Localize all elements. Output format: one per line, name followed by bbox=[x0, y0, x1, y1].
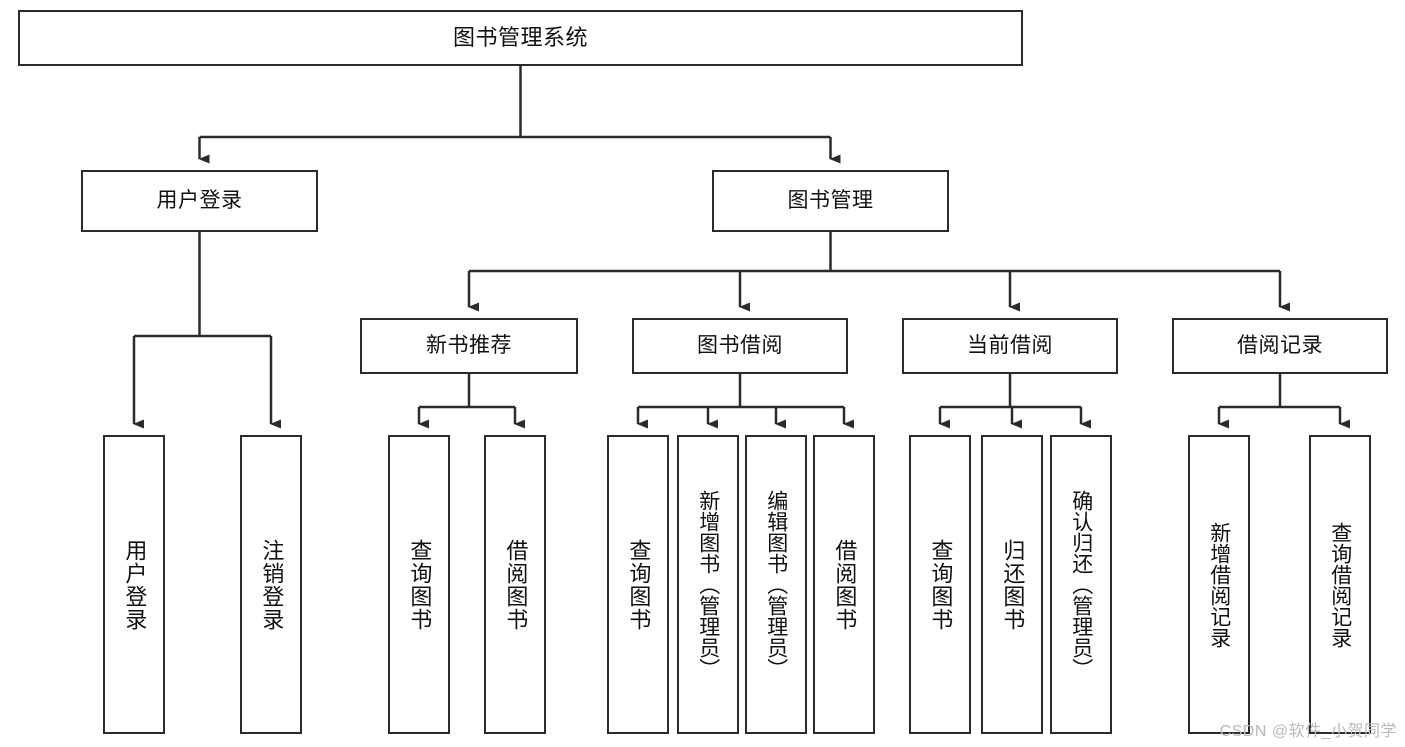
node-label: 确认归还（管理员） bbox=[1069, 490, 1093, 679]
node-current-borrow[interactable]: 当前借阅 bbox=[902, 318, 1118, 374]
node-label: 借阅图书 bbox=[832, 538, 858, 631]
node-root-system[interactable]: 图书管理系统 bbox=[18, 10, 1023, 66]
node-borrow-record[interactable]: 借阅记录 bbox=[1172, 318, 1388, 374]
node-label: 新书推荐 bbox=[426, 333, 512, 357]
node-leaf-confirm-return[interactable]: 确认归还（管理员） bbox=[1050, 435, 1112, 734]
node-label: 新增图书（管理员） bbox=[696, 490, 720, 679]
node-leaf-borrow-book-1[interactable]: 借阅图书 bbox=[484, 435, 546, 734]
node-label: 图书管理系统 bbox=[452, 25, 588, 51]
node-label: 查询图书 bbox=[407, 538, 433, 631]
node-leaf-add-book[interactable]: 新增图书（管理员） bbox=[677, 435, 739, 734]
node-label: 借阅图书 bbox=[503, 538, 529, 631]
node-label: 查询图书 bbox=[928, 538, 954, 631]
node-book-borrow[interactable]: 图书借阅 bbox=[632, 318, 848, 374]
node-label: 用户登录 bbox=[156, 188, 243, 212]
node-leaf-edit-book[interactable]: 编辑图书（管理员） bbox=[745, 435, 807, 734]
node-leaf-query-book-1[interactable]: 查询图书 bbox=[388, 435, 450, 734]
node-leaf-query-record[interactable]: 查询借阅记录 bbox=[1309, 435, 1371, 734]
node-new-book-recommend[interactable]: 新书推荐 bbox=[360, 318, 578, 374]
node-leaf-query-book-3[interactable]: 查询图书 bbox=[909, 435, 971, 734]
node-label: 借阅记录 bbox=[1237, 333, 1323, 357]
node-label: 注销登录 bbox=[259, 538, 285, 631]
node-label: 当前借阅 bbox=[967, 333, 1053, 357]
node-user-login[interactable]: 用户登录 bbox=[81, 170, 318, 232]
node-label: 查询借阅记录 bbox=[1328, 521, 1352, 648]
node-leaf-logout[interactable]: 注销登录 bbox=[240, 435, 302, 734]
node-label: 图书管理 bbox=[787, 188, 874, 212]
node-leaf-query-book-2[interactable]: 查询图书 bbox=[607, 435, 669, 734]
node-label: 图书借阅 bbox=[697, 333, 783, 357]
node-leaf-add-record[interactable]: 新增借阅记录 bbox=[1188, 435, 1250, 734]
node-leaf-user-login[interactable]: 用户登录 bbox=[103, 435, 165, 734]
node-leaf-borrow-book-2[interactable]: 借阅图书 bbox=[813, 435, 875, 734]
node-label: 归还图书 bbox=[1000, 538, 1026, 631]
node-book-manage[interactable]: 图书管理 bbox=[712, 170, 949, 232]
node-label: 新增借阅记录 bbox=[1207, 521, 1231, 648]
node-label: 用户登录 bbox=[122, 538, 148, 631]
node-label: 查询图书 bbox=[626, 538, 652, 631]
node-leaf-return-book[interactable]: 归还图书 bbox=[981, 435, 1043, 734]
node-label: 编辑图书（管理员） bbox=[764, 490, 788, 679]
